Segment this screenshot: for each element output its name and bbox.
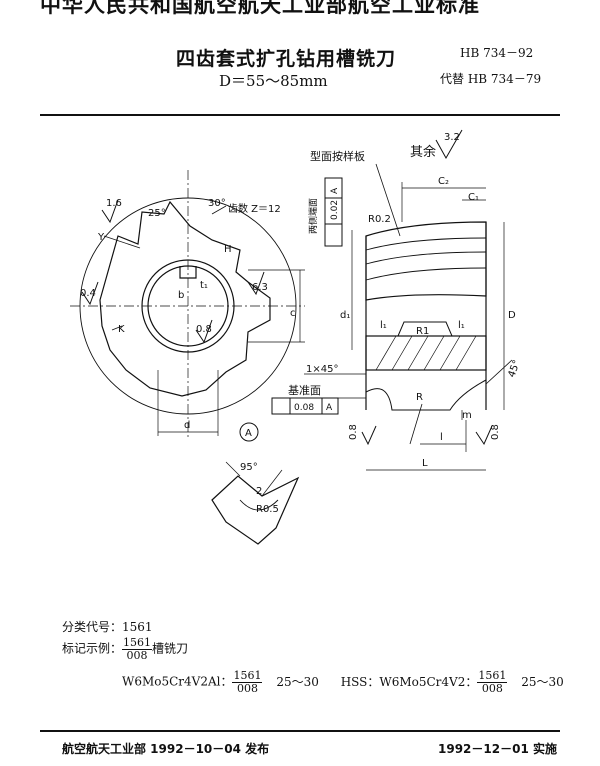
dim-a30: 30° (208, 198, 226, 209)
rough-rest-label: 其余 (410, 144, 436, 160)
marking-suffix: 槽铣刀 (152, 641, 189, 656)
fraction-3-den: 008 (481, 681, 503, 695)
dim-c1: C₁ (468, 192, 479, 203)
dim-r63: 6.3 (252, 282, 268, 293)
dim-c: c (290, 308, 296, 319)
front-view (70, 170, 305, 442)
marking-example-label: 标记示例： (62, 641, 123, 656)
dim-chamfer: 1×45° (306, 364, 338, 375)
effective-date: 1992－12－01 实施 (438, 742, 557, 756)
dim-two: 2 (256, 486, 262, 497)
tol-datum-2: A (326, 403, 333, 413)
page-title: 四齿套式扩孔钻用槽铣刀 (176, 48, 397, 70)
footer-rule (40, 730, 560, 732)
example-2-range: 25～30 (521, 674, 564, 689)
fraction-1-den: 008 (126, 648, 148, 662)
cutter-outline (99, 200, 271, 397)
tol-value-2: 0.08 (294, 403, 314, 413)
teeth-label: 齿数 Z＝12 (228, 202, 281, 215)
dim-r16: 1.6 (106, 198, 122, 209)
dim-l1b: l₁ (458, 320, 465, 331)
standard-number: HB 734－92 (460, 46, 534, 60)
tol-value-1: 0.02 (330, 200, 340, 220)
tol-datum-1: A (330, 187, 340, 194)
datum-a: A (245, 428, 252, 439)
reference-surface-label: 基准面 (288, 384, 321, 397)
dim-b: b (178, 290, 184, 301)
technical-drawing: 其余 3.2 型面按样板 基准面 两侧端面 0.02 A 0.08 A A 齿数… (70, 129, 523, 545)
rough-rest-value: 3.2 (444, 132, 460, 143)
template-surface-label: 型面按样板 (310, 149, 365, 163)
header-rule (40, 114, 560, 116)
dim-l1a: l₁ (380, 320, 387, 331)
dim-Y: Y (97, 232, 105, 243)
tolerance-frames (271, 177, 343, 415)
dim-r04: 0.4 (80, 288, 96, 299)
dim-t: t₁ (200, 280, 208, 291)
issued-by: 航空航天工业部 1992－10－04 发布 (62, 742, 270, 756)
dim-d: d (184, 420, 190, 431)
replaces-standard: 代替 HB 734－79 (440, 72, 542, 86)
fraction-3-num: 1561 (477, 669, 508, 683)
dim-m: m (462, 410, 472, 421)
dim-angle45: 45° (506, 359, 522, 379)
example-1-range: 25～30 (276, 674, 319, 689)
dim-r02: R0.2 (368, 214, 391, 225)
fraction-1-num: 1561 (122, 636, 153, 650)
dim-r1: R1 (416, 326, 429, 337)
side-view (304, 129, 513, 471)
example-1-prefix: W6Mo5Cr4V2Al： (122, 674, 233, 689)
fraction-2-den: 008 (236, 681, 258, 695)
both-sides-label: 两侧端面 (307, 198, 319, 234)
dim-K: K (118, 324, 125, 335)
dim-D: D (508, 310, 516, 321)
fraction-2-num: 1561 (232, 669, 263, 683)
class-code: 分类代号：1561 (62, 620, 153, 634)
dim-r08b: 0.8 (490, 424, 501, 440)
page-subtitle: D＝55～85mm (219, 72, 328, 90)
tooth-detail (211, 461, 300, 545)
top-banner: 中华人民共和国航空航天工业部航空工业标准 (40, 0, 480, 17)
dim-L: L (422, 458, 428, 469)
dim-c2: C₂ (438, 176, 449, 187)
tooth-band-top (365, 221, 487, 301)
dim-l: l (440, 432, 443, 443)
dim-H: H (224, 244, 232, 255)
dim-r08a: 0.8 (348, 424, 359, 440)
dim-d1: d₁ (340, 310, 350, 321)
example-2-prefix: HSS：W6Mo5Cr4V2： (340, 674, 478, 689)
hub-section (365, 335, 487, 371)
dim-r08c: 0.8 (196, 324, 212, 335)
dim-R: R (416, 392, 423, 403)
dim-a25: 25° (148, 208, 166, 219)
dim-a95: 95° (240, 462, 258, 473)
dim-r05: R0.5 (256, 504, 279, 515)
